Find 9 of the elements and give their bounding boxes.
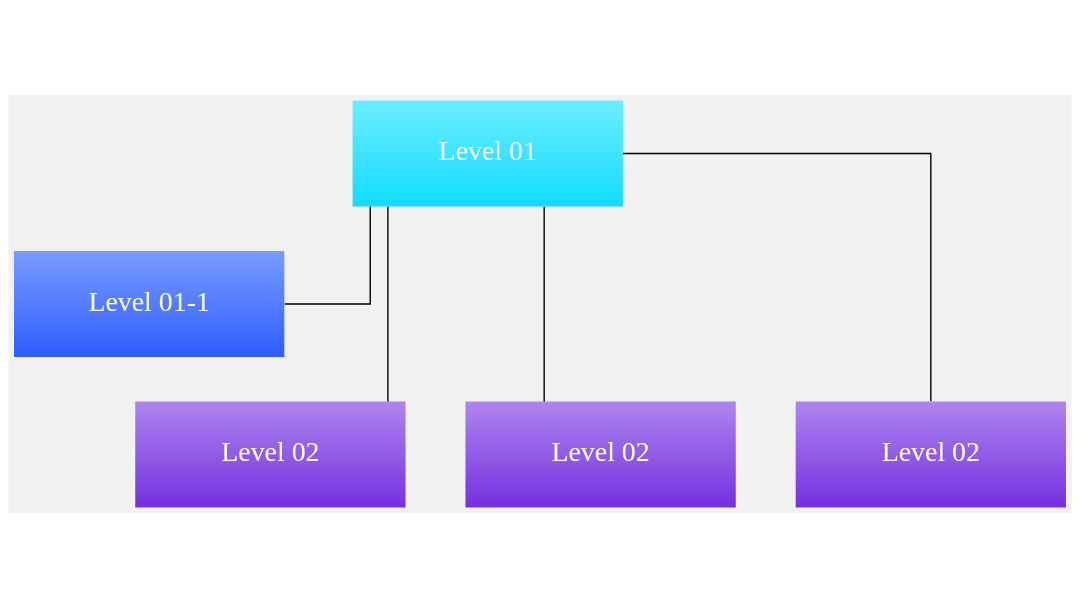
connector [622,152,932,403]
node-box: Level 01-1 [14,251,285,357]
node-box: Level 02 [465,401,736,508]
connector [543,205,545,403]
node-box: Level 02 [795,401,1066,508]
node-box: Level 01 [352,100,623,207]
connector [387,205,389,403]
connector [284,205,371,305]
node-box: Level 02 [135,401,406,508]
